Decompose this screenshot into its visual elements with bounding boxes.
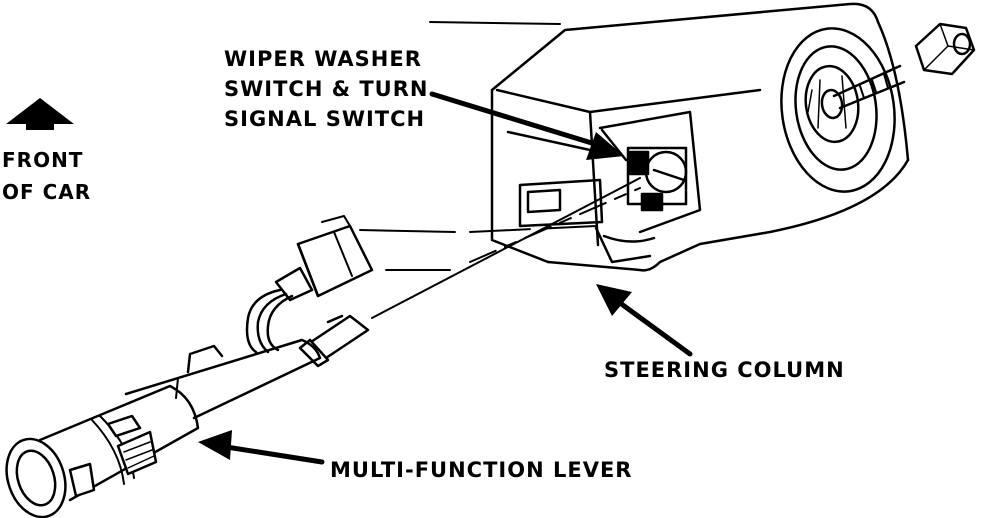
wiper-switch-label: WIPER WASHER SWITCH & TURN SIGNAL SWITCH — [224, 44, 428, 134]
front-label-line2: OF CAR — [2, 180, 92, 204]
hub-bolt — [832, 22, 976, 110]
column-leader — [613, 297, 693, 357]
lever-leader — [217, 443, 325, 465]
front-label-line1: FRONT — [2, 148, 84, 172]
switch-mechanism — [600, 128, 688, 212]
wiper-arrowhead — [586, 132, 624, 160]
column-arrowhead — [596, 284, 632, 316]
front-of-car-label: FRONT OF CAR — [2, 144, 91, 208]
alignment-lines — [359, 21, 641, 319]
leader-arrows — [217, 91, 693, 465]
steering-hub — [780, 27, 896, 193]
multi-function-lever-label: MULTI-FUNCTION LEVER — [330, 458, 633, 482]
multi-function-lever — [5, 338, 322, 518]
lever-arrowhead — [198, 430, 232, 460]
wiper-label-line1: WIPER WASHER — [224, 47, 422, 71]
wiper-label-line2: SWITCH & TURN — [224, 77, 429, 101]
steering-column-housing — [490, 2, 910, 272]
wiper-leader — [429, 91, 611, 151]
up-arrow-icon — [6, 98, 74, 130]
wiper-label-line3: SIGNAL SWITCH — [224, 107, 426, 131]
wire-harness — [245, 215, 374, 368]
steering-column-label: STEERING COLUMN — [604, 358, 845, 382]
